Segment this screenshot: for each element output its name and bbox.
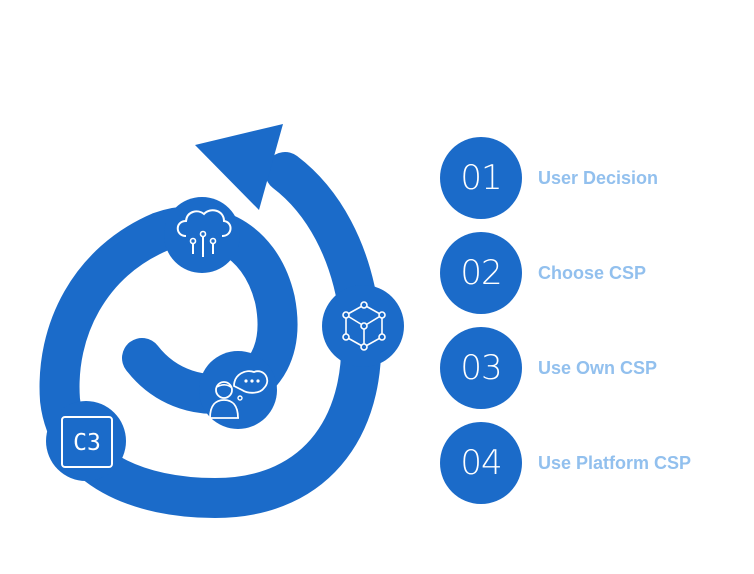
step-01: 01 User Decision bbox=[440, 137, 740, 219]
step-number-badge: 02 bbox=[440, 232, 522, 314]
step-label: Use Platform CSP bbox=[538, 453, 692, 473]
step-number-badge: 03 bbox=[440, 327, 522, 409]
c3-badge-text: C3 bbox=[73, 430, 101, 456]
step-label: User Decision bbox=[538, 168, 659, 188]
step-02: 02 Choose CSP bbox=[440, 232, 740, 314]
step-label: Use Own CSP bbox=[538, 358, 658, 378]
step-number-badge: 01 bbox=[440, 137, 522, 219]
cloud-network-icon bbox=[164, 197, 240, 273]
network-nodes-icon bbox=[322, 285, 404, 367]
user-thinking-icon bbox=[199, 351, 277, 429]
step-03: 03 Use Own CSP bbox=[440, 327, 740, 409]
arrow-head bbox=[195, 124, 283, 210]
step-number-badge: 04 bbox=[440, 422, 522, 504]
step-label: Choose CSP bbox=[538, 263, 647, 283]
c3-box-icon: C3 bbox=[46, 401, 126, 481]
step-04: 04 Use Platform CSP bbox=[440, 422, 740, 504]
